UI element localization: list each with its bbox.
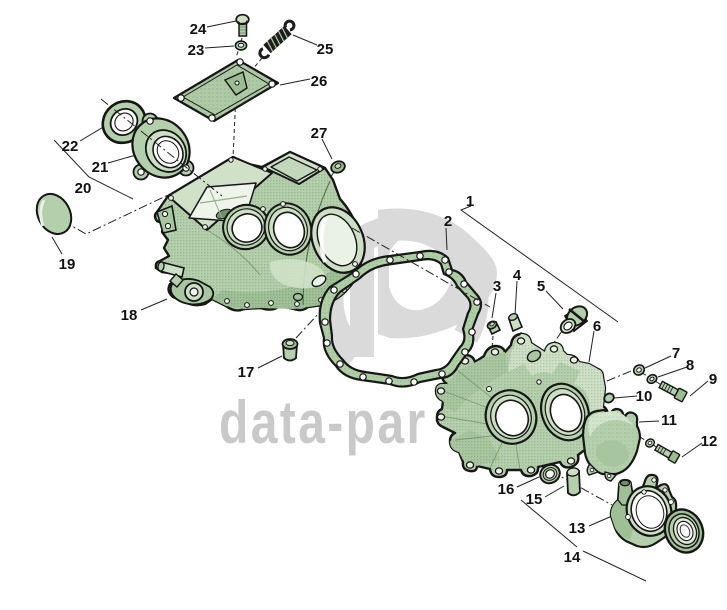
svg-text:9: 9 [709, 371, 717, 388]
svg-text:20: 20 [75, 180, 92, 197]
svg-text:11: 11 [661, 412, 677, 429]
svg-text:12: 12 [701, 433, 718, 450]
svg-text:8: 8 [686, 357, 694, 374]
svg-text:4: 4 [513, 267, 522, 284]
svg-text:6: 6 [593, 318, 601, 335]
svg-text:24: 24 [190, 21, 207, 38]
svg-text:data-par: data-par [219, 389, 428, 456]
svg-text:10: 10 [636, 388, 653, 405]
svg-text:7: 7 [672, 345, 680, 362]
svg-text:21: 21 [92, 159, 109, 176]
svg-text:3: 3 [493, 278, 501, 295]
svg-text:2: 2 [444, 213, 452, 230]
svg-text:27: 27 [311, 125, 328, 142]
svg-text:19: 19 [59, 256, 76, 273]
svg-text:16: 16 [498, 481, 515, 498]
svg-text:22: 22 [62, 138, 79, 155]
svg-text:25: 25 [317, 41, 334, 58]
svg-text:15: 15 [526, 491, 543, 508]
svg-text:26: 26 [311, 73, 328, 90]
svg-text:13: 13 [569, 520, 586, 537]
svg-text:18: 18 [121, 307, 138, 324]
svg-text:5: 5 [537, 278, 545, 295]
svg-text:23: 23 [188, 42, 205, 59]
svg-text:1: 1 [466, 193, 474, 210]
svg-text:17: 17 [238, 364, 255, 381]
svg-text:14: 14 [564, 549, 581, 566]
